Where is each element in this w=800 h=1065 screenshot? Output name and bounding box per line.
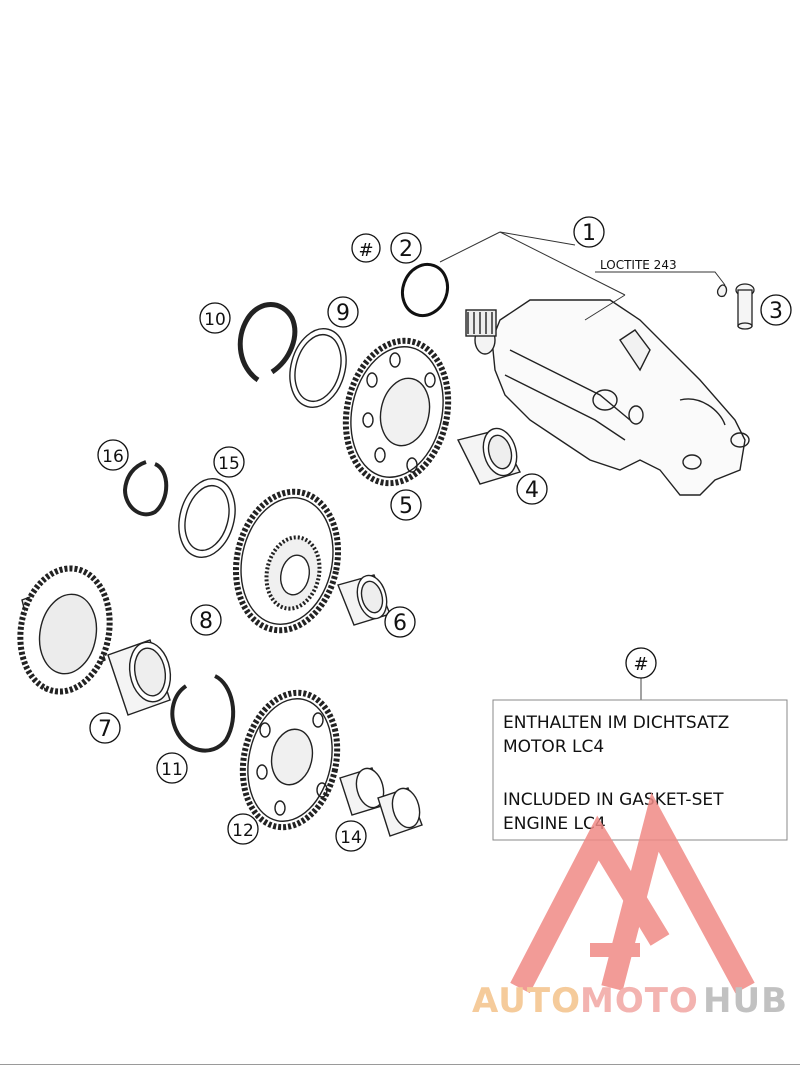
svg-text:4: 4: [525, 478, 539, 503]
callouts: 1 # 2 3 4 5 6 7: [89, 216, 792, 852]
callout-10: 10: [199, 302, 231, 334]
note-line-2: MOTOR LC4: [503, 737, 604, 757]
loctite-text: LOCTITE 243: [600, 258, 677, 272]
bearing-part-7: [107, 639, 172, 716]
callout-12: 12: [227, 813, 259, 845]
svg-text:11: 11: [161, 760, 183, 780]
callout-14: 14: [335, 820, 367, 852]
note-box: [492, 699, 788, 841]
callout-7: 7: [89, 712, 121, 744]
washer-part-15: [178, 478, 236, 558]
svg-text:6: 6: [393, 611, 407, 636]
svg-text:#: #: [358, 240, 373, 261]
needle-bearing-part-4: [456, 427, 522, 485]
gear-part-5: [342, 337, 452, 487]
watermark-moto: MOTO: [580, 981, 699, 1021]
svg-text:15: 15: [218, 454, 240, 474]
gear-part-7-left: [17, 565, 113, 695]
note-line-4: ENGINE LC4: [503, 814, 606, 834]
callout-6: 6: [384, 606, 416, 638]
gear-part-8: [232, 488, 342, 634]
callout-5: 5: [390, 489, 422, 521]
svg-text:3: 3: [769, 299, 783, 324]
callout-15: 15: [213, 446, 245, 478]
note-line-3: INCLUDED IN GASKET-SET: [503, 790, 724, 810]
circlip-part-10: [237, 302, 298, 383]
svg-text:1: 1: [582, 221, 596, 246]
callout-2: 2: [390, 232, 422, 264]
automotohub-watermark: AUTO MOTO HUB: [472, 792, 788, 1021]
needle-bearings-part-14: [339, 767, 423, 837]
watermark-hub: HUB: [703, 981, 788, 1021]
svg-text:9: 9: [336, 301, 350, 326]
svg-text:10: 10: [204, 310, 226, 330]
callout-1: 1: [573, 216, 605, 248]
watermark-logo-icon: [510, 792, 755, 994]
callout-3: 3: [760, 294, 792, 326]
callout-16: 16: [97, 439, 129, 471]
callout-11: 11: [156, 752, 188, 784]
svg-text:16: 16: [102, 447, 124, 467]
note-marker-circle: [625, 647, 657, 679]
watermark-auto: AUTO: [472, 981, 581, 1021]
o-ring-part-2: [400, 262, 450, 318]
needle-bearing-part-6: [337, 574, 391, 626]
svg-text:12: 12: [232, 821, 254, 841]
callout-4: 4: [516, 473, 548, 505]
callout-8: 8: [190, 604, 222, 636]
part-1-leader: [439, 231, 626, 321]
svg-text:5: 5: [399, 494, 413, 519]
callout-9: 9: [327, 296, 359, 328]
loctite-label: LOCTITE 243: [595, 258, 726, 286]
washer-part-9: [289, 328, 347, 408]
circlip-part-11: [170, 674, 236, 753]
starter-motor: [465, 299, 750, 496]
svg-text:7: 7: [98, 717, 112, 742]
callout-hash: #: [351, 233, 381, 263]
gear-part-12: [239, 689, 341, 831]
svg-text:8: 8: [199, 609, 213, 634]
svg-text:2: 2: [399, 237, 413, 262]
bolt-part-3: [717, 283, 755, 330]
note-line-1: ENTHALTEN IM DICHTSATZ: [503, 713, 729, 733]
gasket-note: # ENTHALTEN IM DICHTSATZ MOTOR LC4 INCLU…: [492, 647, 788, 841]
note-marker: #: [633, 654, 648, 675]
svg-text:14: 14: [340, 828, 362, 848]
circlip-part-16: [122, 460, 169, 517]
